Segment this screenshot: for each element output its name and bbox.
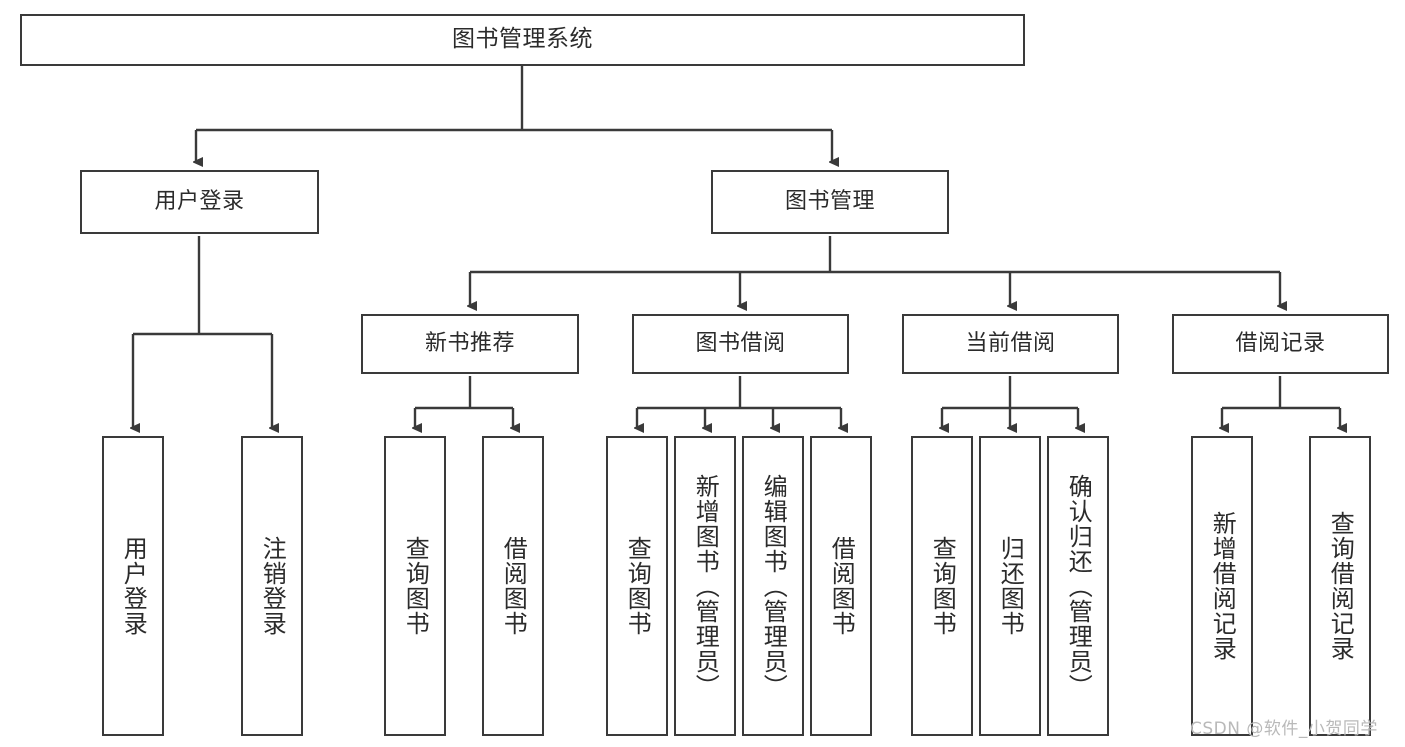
node-leaf-query-books-borrow[interactable]: 查询图书 xyxy=(606,436,668,736)
node-root-book-management-system[interactable]: 图书管理系统 xyxy=(20,14,1025,66)
node-new-book-recommend[interactable]: 新书推荐 xyxy=(361,314,579,374)
node-label: 查询图书 xyxy=(928,536,957,636)
node-label: 用户登录 xyxy=(119,536,148,636)
node-label: 当前借阅 xyxy=(965,331,1056,357)
node-leaf-query-books-recommend[interactable]: 查询图书 xyxy=(384,436,446,736)
node-label: 新增图书（管理员） xyxy=(691,473,720,699)
node-label: 注销登录 xyxy=(258,536,287,636)
watermark: CSDN @软件_小贺同学 xyxy=(1190,719,1378,739)
node-borrow-record[interactable]: 借阅记录 xyxy=(1172,314,1389,374)
node-label: 用户登录 xyxy=(154,189,245,215)
node-label: 查询图书 xyxy=(401,536,430,636)
node-leaf-return-books[interactable]: 归还图书 xyxy=(979,436,1041,736)
node-label: 图书管理 xyxy=(784,189,875,215)
node-label: 借阅记录 xyxy=(1235,331,1326,357)
node-label: 查询借阅记录 xyxy=(1326,511,1355,661)
node-leaf-borrow-books[interactable]: 借阅图书 xyxy=(810,436,872,736)
node-label: 借阅图书 xyxy=(827,536,856,636)
node-leaf-user-login[interactable]: 用户登录 xyxy=(102,436,164,736)
node-label: 归还图书 xyxy=(996,536,1025,636)
node-leaf-confirm-return-admin[interactable]: 确认归还（管理员） xyxy=(1047,436,1109,736)
node-leaf-query-borrow-record[interactable]: 查询借阅记录 xyxy=(1309,436,1371,736)
node-leaf-edit-book-admin[interactable]: 编辑图书（管理员） xyxy=(742,436,804,736)
node-book-management[interactable]: 图书管理 xyxy=(711,170,949,234)
node-leaf-borrow-books-recommend[interactable]: 借阅图书 xyxy=(482,436,544,736)
node-leaf-logout[interactable]: 注销登录 xyxy=(241,436,303,736)
node-book-borrow[interactable]: 图书借阅 xyxy=(632,314,849,374)
node-leaf-add-book-admin[interactable]: 新增图书（管理员） xyxy=(674,436,736,736)
node-label: 图书借阅 xyxy=(695,331,786,357)
node-label: 图书管理系统 xyxy=(452,26,593,53)
node-label: 编辑图书（管理员） xyxy=(759,473,788,699)
node-label: 新增借阅记录 xyxy=(1208,511,1237,661)
node-leaf-add-borrow-record[interactable]: 新增借阅记录 xyxy=(1191,436,1253,736)
node-user-login[interactable]: 用户登录 xyxy=(80,170,319,234)
node-label: 查询图书 xyxy=(623,536,652,636)
node-label: 借阅图书 xyxy=(499,536,528,636)
node-current-borrow[interactable]: 当前借阅 xyxy=(902,314,1119,374)
node-label: 新书推荐 xyxy=(424,331,515,357)
node-leaf-query-books-current[interactable]: 查询图书 xyxy=(911,436,973,736)
node-label: 确认归还（管理员） xyxy=(1064,473,1093,699)
